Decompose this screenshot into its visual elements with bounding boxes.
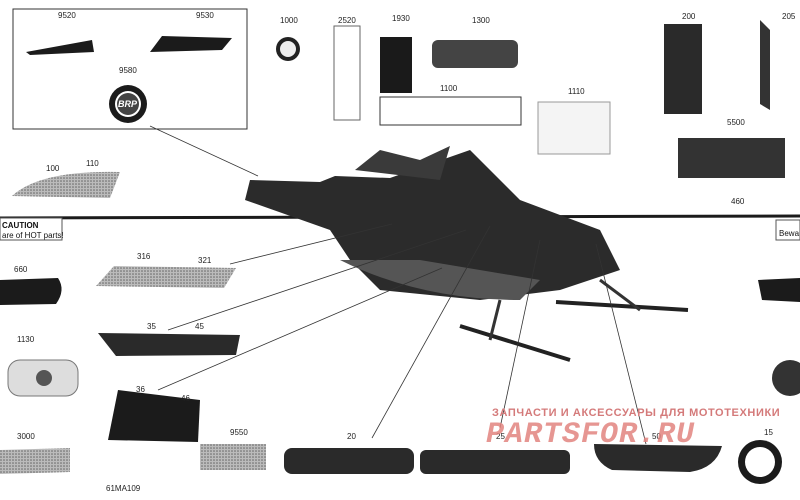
watermark-site: PARTSFOR.RU — [486, 418, 696, 452]
detail-inset-box — [12, 8, 248, 130]
part-number-1930: 1930 — [392, 14, 410, 23]
decal-35 — [98, 333, 240, 356]
decal-9520 — [26, 40, 94, 55]
part-number-110: 110 — [86, 159, 99, 168]
part-number-316: 316 — [137, 252, 151, 261]
part-number-9550: 9550 — [230, 428, 248, 437]
caution-sticker-title: CAUTION — [2, 221, 39, 230]
decal-460-right — [758, 278, 800, 302]
part-number-15: 15 — [764, 428, 773, 437]
label-1100 — [379, 96, 522, 126]
label-205 — [760, 20, 770, 110]
label-1110 — [537, 101, 611, 155]
decal-660 — [0, 278, 62, 305]
part-number-1100: 1100 — [440, 84, 458, 93]
part-number-660: 660 — [14, 265, 28, 274]
decal-316 — [96, 266, 236, 288]
watermark-tagline: ЗАПЧАСТИ И АКСЕССУАРЫ ДЛЯ МОТОТЕХНИКИ — [492, 407, 781, 419]
decal-100 — [12, 171, 120, 198]
part-number-100: 100 — [46, 164, 60, 173]
part-number-46: 46 — [181, 394, 190, 403]
decal-9530 — [150, 36, 232, 52]
part-number-45: 45 — [195, 322, 204, 331]
part-number-2520: 2520 — [338, 16, 356, 25]
caution-sticker-text: are of HOT parts! — [2, 231, 64, 240]
part-number-3000: 3000 — [17, 432, 35, 441]
decal-36 — [108, 390, 200, 442]
part-number-5500: 5500 — [727, 118, 745, 127]
part-number-9580: 9580 — [119, 66, 137, 75]
brp-logo-15 — [738, 440, 782, 484]
part-number-1300: 1300 — [472, 16, 490, 25]
part-number-321: 321 — [198, 256, 212, 265]
part-number-1000: 1000 — [280, 16, 298, 25]
part-number-9520: 9520 — [58, 11, 76, 20]
label-1300 — [432, 40, 518, 68]
beware-sticker-text: Bewa — [779, 229, 800, 238]
part-number-205: 205 — [782, 12, 796, 21]
part-number-25: 25 — [496, 432, 505, 441]
round-emblem-1000 — [276, 37, 300, 61]
part-number-50: 50 — [652, 432, 661, 441]
label-2520 — [333, 25, 361, 121]
part-number-460: 460 — [731, 197, 745, 206]
part-number-35: 35 — [147, 322, 156, 331]
decal-50 — [594, 444, 722, 472]
beware-sticker-right — [775, 219, 800, 241]
part-number-36: 36 — [136, 385, 145, 394]
part-number-1110: 1110 — [568, 87, 585, 96]
tether-key-1130 — [7, 359, 79, 397]
brp-logo-right-edge — [772, 360, 800, 396]
part-number-200: 200 — [682, 12, 696, 21]
label-200 — [664, 24, 702, 114]
decal-3000 — [0, 448, 70, 474]
part-number-1130: 1130 — [17, 335, 35, 344]
part-number-20: 20 — [347, 432, 356, 441]
caution-sticker-left — [0, 217, 63, 241]
diagram-code: 61MA109 — [106, 484, 141, 493]
brp-logo-9580 — [109, 85, 147, 123]
snowmobile-illustration — [245, 146, 689, 362]
decal-20 — [284, 448, 414, 474]
brp-badge-text: BRP — [118, 99, 138, 109]
decal-9550 — [200, 444, 266, 470]
part-number-9530: 9530 — [196, 11, 214, 20]
decal-25 — [420, 450, 570, 474]
label-5500 — [678, 138, 785, 178]
label-1930 — [380, 37, 412, 93]
